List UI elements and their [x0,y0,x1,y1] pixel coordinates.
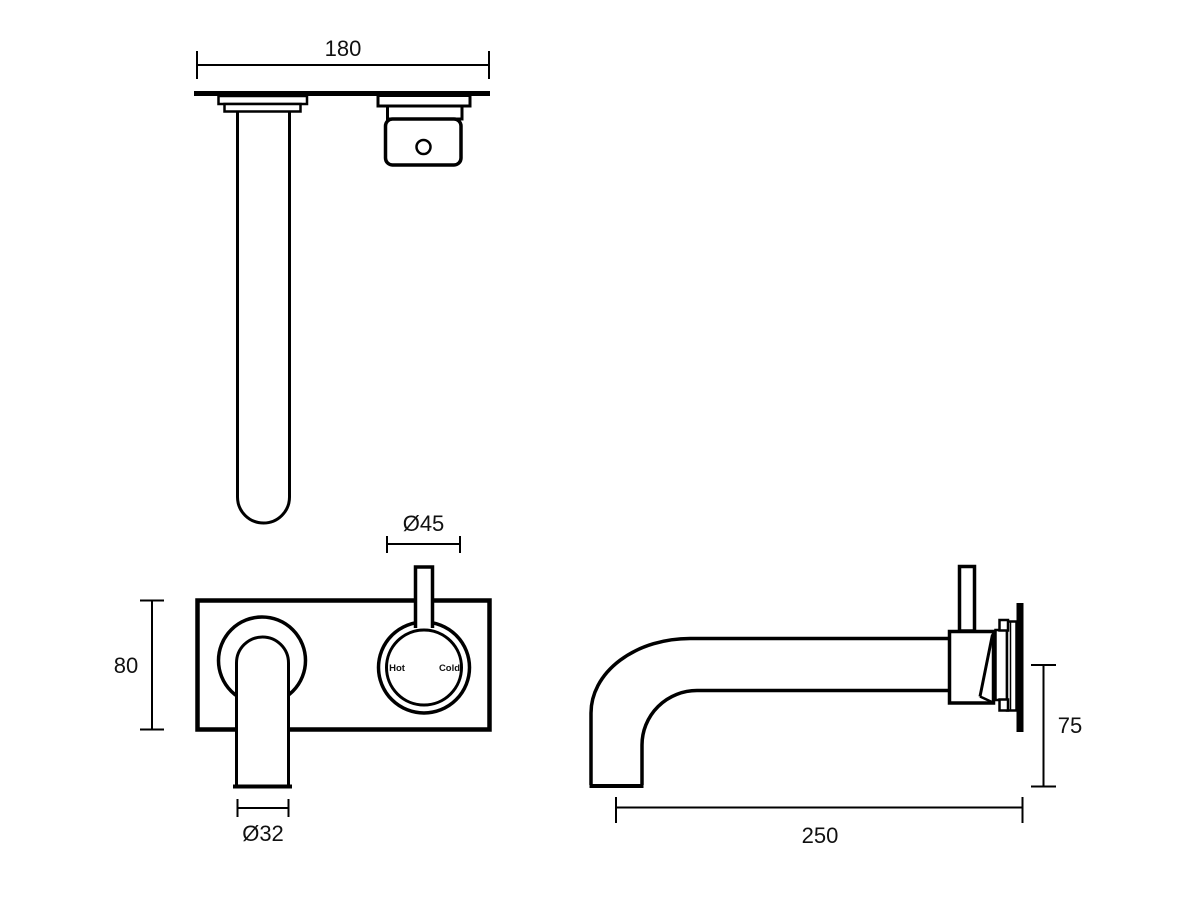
cartridge-diagonal-1 [978,634,994,697]
grub-screw-hole [415,138,432,156]
dimension-diameter-45-lines [386,536,461,553]
dimension-75-lines [1031,664,1056,788]
cartridge-diagonal-2 [979,695,994,704]
dimension-80-lines [140,599,164,731]
dimension-250-lines [615,797,1024,823]
handle-flange-step-1 [376,94,472,108]
dimension-80-label: 80 [114,653,138,678]
handle-lever-stem-side [957,564,977,633]
dimension-75-label: 75 [1058,713,1082,738]
escutcheon-tab-top [998,618,1010,632]
cold-label: Cold [439,663,460,674]
dimension-250: 250 [615,797,1024,848]
cartridge-cone-lines [978,634,994,704]
spout-flange-step-2 [223,102,302,113]
spout-tube-top-view [236,111,291,525]
escutcheon-tab-bottom [998,698,1010,712]
dimension-diameter-45-label: Ø45 [403,511,445,536]
dimension-diameter-32-label: Ø32 [242,821,284,846]
dimension-180-label: 180 [325,36,362,61]
dimension-80: 80 [114,599,164,731]
side-view: 75 250 [589,564,1082,848]
dimension-180-lines [196,51,490,79]
front-view: Ø45 80 Ø32 Hot Cold [114,511,492,846]
handle-assembly-top-view [376,94,472,167]
dimension-diameter-45: Ø45 [386,511,461,553]
handle-lever-stem-front [413,565,435,628]
dimension-75: 75 [1031,664,1082,788]
hot-label: Hot [389,663,406,674]
handle-flange-step-2 [386,104,464,121]
dimension-diameter-32-lines [236,799,290,817]
dimension-diameter-32: Ø32 [236,799,290,846]
escutcheon-inner-ring [994,628,1009,702]
dimension-180: 180 [196,36,490,79]
escutcheon-outer-ring [1005,620,1018,712]
spout-outer-curve [589,636,948,785]
spout-inner-curve [640,688,948,785]
mixer-dial-front-view: Hot Cold [376,565,472,715]
spout-side-profile [589,636,948,788]
spout-tube-front-view [235,635,290,788]
wall-plate-side [1016,603,1024,732]
escutcheon-side [994,618,1018,712]
spout-flange-top-view [217,94,309,113]
mixer-dial-inner-face [385,628,463,707]
top-view: 180 [194,36,490,525]
dimension-250-label: 250 [802,823,839,848]
